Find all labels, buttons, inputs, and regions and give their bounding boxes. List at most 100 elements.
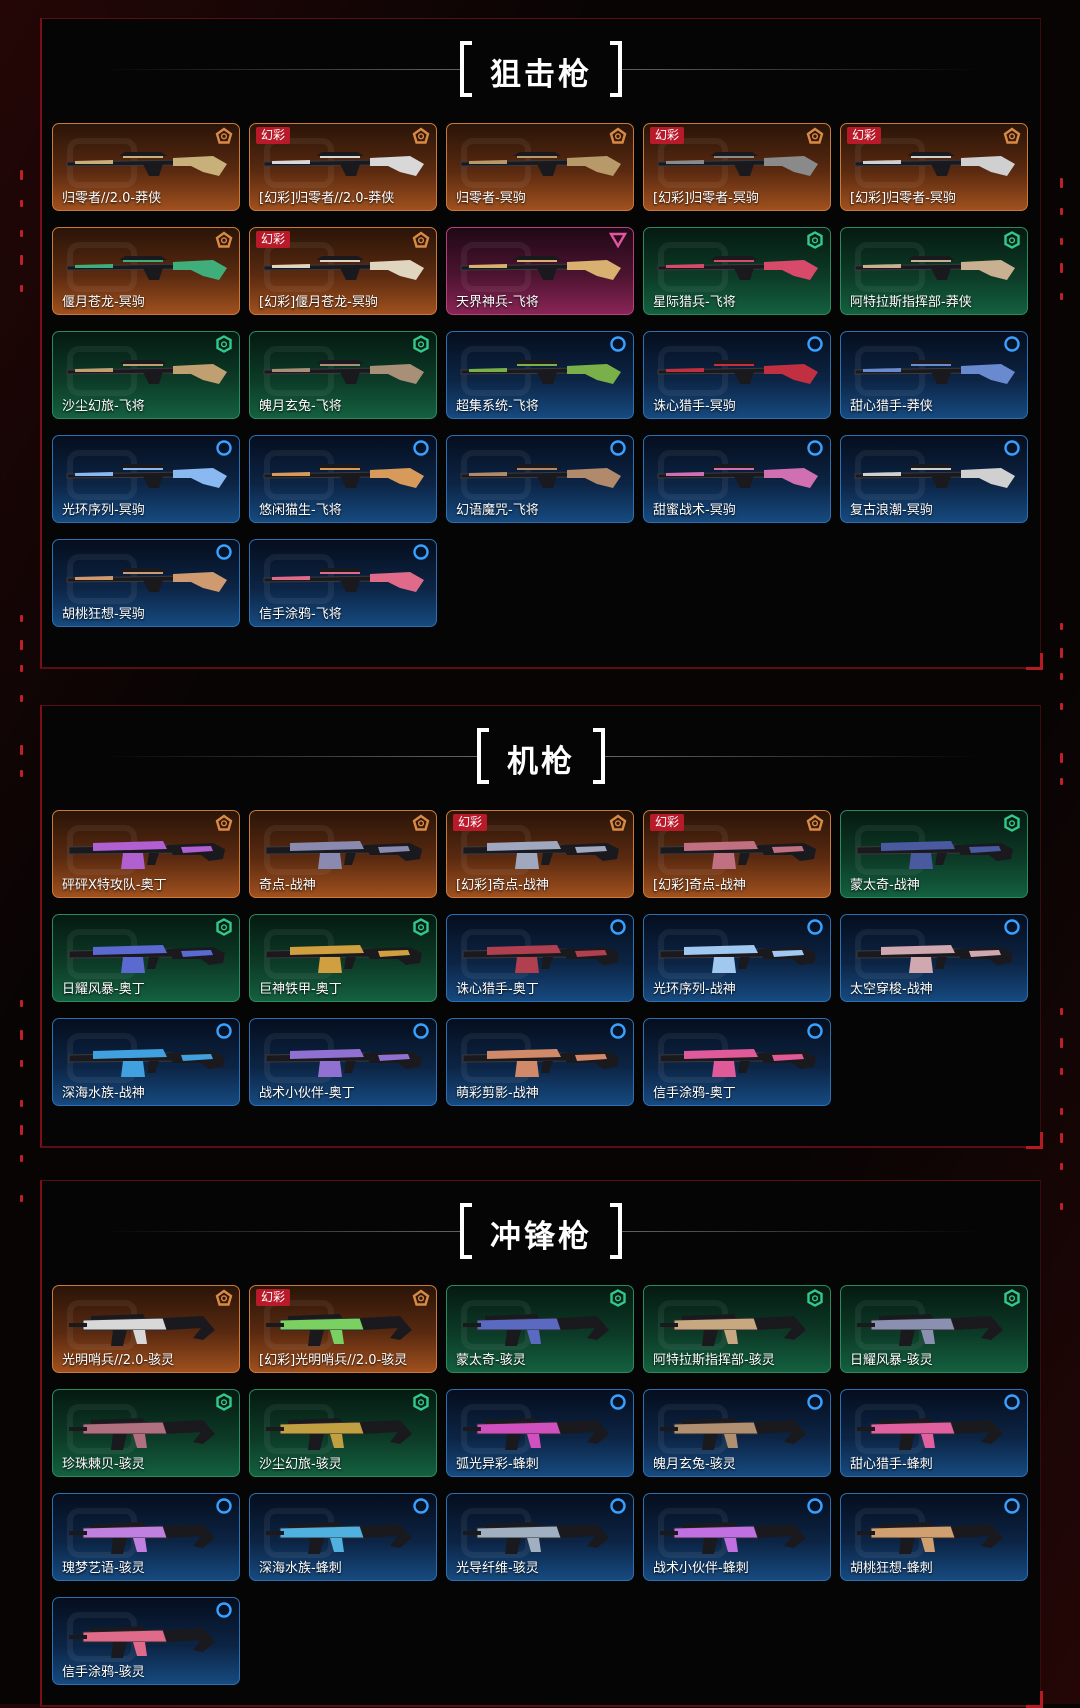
weapon-skin-card[interactable]: 光环序列-冥驹: [52, 435, 240, 523]
weapon-skin-name: 超集系统-飞将: [456, 399, 539, 414]
weapon-skin-card[interactable]: 沙尘幻旅-飞将: [52, 331, 240, 419]
weapon-skin-card[interactable]: 奇点-战神: [249, 810, 437, 898]
edge-dash: [20, 170, 23, 180]
weapon-skin-name: 归零者//2.0-莽侠: [62, 191, 162, 206]
weapon-skin-card[interactable]: 深海水族-蜂刺: [249, 1493, 437, 1581]
weapon-skin-name: 日耀风暴-奥丁: [62, 982, 145, 997]
weapon-skin-card[interactable]: 阿特拉斯指挥部-骇灵: [643, 1285, 831, 1373]
weapon-skin-name: 信手涂鸦-飞将: [259, 607, 342, 622]
weapon-skin-card[interactable]: 甜心猎手-莽侠: [840, 331, 1028, 419]
weapon-skin-name: 光导纤维-骇灵: [456, 1561, 539, 1576]
circle-icon: [807, 440, 823, 456]
weapon-skin-image: [657, 152, 818, 176]
weapon-skin-card[interactable]: 信手涂鸦-奥丁: [643, 1018, 831, 1106]
hexagon-icon: [413, 1393, 429, 1411]
edge-dash: [20, 615, 23, 622]
hexagon-icon: [1004, 231, 1020, 249]
weapon-skin-image: [263, 360, 424, 384]
weapon-skin-image: [857, 1522, 1003, 1554]
edge-dash: [20, 200, 23, 207]
pentagon-icon: [215, 1289, 233, 1306]
triangle-icon: [609, 232, 627, 249]
weapon-skin-name: 奇点-战神: [259, 878, 316, 893]
weapon-skin-card[interactable]: 归零者-冥驹: [446, 123, 634, 211]
circle-icon: [807, 1498, 823, 1514]
weapon-skin-card[interactable]: 日耀风暴-奥丁: [52, 914, 240, 1002]
weapon-skin-card[interactable]: 天界神兵-飞将: [446, 227, 634, 315]
weapon-skin-card[interactable]: 深海水族-战神: [52, 1018, 240, 1106]
weapon-skin-name: 归零者-冥驹: [456, 191, 526, 206]
weapon-skin-card[interactable]: 魄月玄兔-飞将: [249, 331, 437, 419]
bracket-left-icon: [460, 1203, 478, 1259]
weapon-skin-image: [660, 1418, 806, 1450]
weapon-skin-image: [856, 945, 1013, 973]
weapon-skin-card[interactable]: 幻彩[幻彩]奇点-战神: [643, 810, 831, 898]
weapon-skin-card[interactable]: 巨神铁甲-奥丁: [249, 914, 437, 1002]
edge-dash: [20, 1100, 23, 1107]
weapon-skin-card[interactable]: 战术小伙伴-奥丁: [249, 1018, 437, 1106]
weapon-skin-card[interactable]: 幻彩[幻彩]偃月苍龙-冥驹: [249, 227, 437, 315]
weapon-skin-card[interactable]: 幻语魔咒-飞将: [446, 435, 634, 523]
weapon-skin-card[interactable]: 太空穿梭-战神: [840, 914, 1028, 1002]
edge-dash: [20, 1060, 23, 1067]
weapon-skin-card[interactable]: 日耀风暴-骇灵: [840, 1285, 1028, 1373]
weapon-skin-card[interactable]: 甜蜜战术-冥驹: [643, 435, 831, 523]
circle-icon: [1004, 336, 1020, 352]
weapon-skin-image: [854, 464, 1015, 488]
weapon-skin-card[interactable]: 战术小伙伴-蜂刺: [643, 1493, 831, 1581]
weapon-skin-name: 蒙太奇-骇灵: [456, 1353, 526, 1368]
circle-icon: [216, 1498, 232, 1514]
weapon-skin-card[interactable]: 幻彩[幻彩]光明哨兵//2.0-骇灵: [249, 1285, 437, 1373]
circle-icon: [216, 1602, 232, 1618]
weapon-skin-card[interactable]: 胡桃狂想-蜂刺: [840, 1493, 1028, 1581]
weapon-skin-card[interactable]: 幻彩 [幻彩]归零者-冥驹: [643, 123, 831, 211]
circle-icon: [1004, 1498, 1020, 1514]
weapon-skin-image: [854, 360, 1015, 384]
weapon-skin-card[interactable]: 诛心猎手-冥驹: [643, 331, 831, 419]
weapon-skin-name: 诛心猎手-冥驹: [653, 399, 736, 414]
section-panel: 机枪砰砰X特攻队-奥丁奇点-战神幻彩[幻彩]奇点-战神幻彩[幻彩]奇点-战神蒙太…: [40, 705, 1043, 1149]
chroma-badge: 幻彩: [650, 127, 685, 144]
circle-icon: [413, 1023, 429, 1039]
weapon-skin-image: [263, 152, 424, 176]
weapon-skin-card[interactable]: 瑰梦艺语-骇灵: [52, 1493, 240, 1581]
weapon-skin-card[interactable]: 归零者//2.0-莽侠: [52, 123, 240, 211]
weapon-skin-card[interactable]: 光明哨兵//2.0-骇灵: [52, 1285, 240, 1373]
edge-dash: [1060, 293, 1063, 300]
weapon-skin-card[interactable]: 复古浪潮-冥驹: [840, 435, 1028, 523]
weapon-skin-card[interactable]: 阿特拉斯指挥部-莽侠: [840, 227, 1028, 315]
weapon-skin-card[interactable]: 幻彩[幻彩]归零者//2.0-莽侠: [249, 123, 437, 211]
weapon-skin-card[interactable]: 魄月玄兔-骇灵: [643, 1389, 831, 1477]
edge-dash: [1060, 1068, 1063, 1075]
pentagon-icon: [412, 814, 430, 831]
weapon-skin-name: 甜心猎手-蜂刺: [850, 1457, 933, 1472]
weapon-skin-card[interactable]: 蒙太奇-骇灵: [446, 1285, 634, 1373]
weapon-skin-card[interactable]: 弧光异彩-蜂刺: [446, 1389, 634, 1477]
weapon-skin-card[interactable]: 偃月苍龙-冥驹: [52, 227, 240, 315]
weapon-skin-image: [659, 1049, 816, 1077]
weapon-skin-card[interactable]: 甜心猎手-蜂刺: [840, 1389, 1028, 1477]
weapon-skin-card[interactable]: 光导纤维-骇灵: [446, 1493, 634, 1581]
weapon-skin-card[interactable]: 砰砰X特攻队-奥丁: [52, 810, 240, 898]
weapon-skin-card[interactable]: 光环序列-战神: [643, 914, 831, 1002]
weapon-skin-card[interactable]: 萌彩剪影-战神: [446, 1018, 634, 1106]
weapon-skin-card[interactable]: 胡桃狂想-冥驹: [52, 539, 240, 627]
weapon-skin-card[interactable]: 悠闲猫生-飞将: [249, 435, 437, 523]
weapon-skin-name: 阿特拉斯指挥部-骇灵: [653, 1353, 775, 1368]
weapon-skin-name: 复古浪潮-冥驹: [850, 503, 933, 518]
weapon-skin-card[interactable]: 幻彩[幻彩]奇点-战神: [446, 810, 634, 898]
weapon-skin-card[interactable]: 诛心猎手-奥丁: [446, 914, 634, 1002]
weapon-skin-image: [463, 1522, 609, 1554]
circle-icon: [610, 919, 626, 935]
weapon-skin-card[interactable]: 信手涂鸦-骇灵: [52, 1597, 240, 1685]
weapon-skin-card[interactable]: 超集系统-飞将: [446, 331, 634, 419]
circle-icon: [1004, 1394, 1020, 1410]
weapon-skin-card[interactable]: 沙尘幻旅-骇灵: [249, 1389, 437, 1477]
weapon-skin-card[interactable]: 星际猎兵-飞将: [643, 227, 831, 315]
edge-dash: [1060, 178, 1063, 188]
weapon-skin-name: [幻彩]归零者-冥驹: [653, 191, 759, 206]
weapon-skin-card[interactable]: 幻彩[幻彩]归零者-冥驹: [840, 123, 1028, 211]
weapon-skin-card[interactable]: 信手涂鸦-飞将: [249, 539, 437, 627]
weapon-skin-card[interactable]: 蒙太奇-战神: [840, 810, 1028, 898]
weapon-skin-card[interactable]: 珍珠棘贝-骇灵: [52, 1389, 240, 1477]
